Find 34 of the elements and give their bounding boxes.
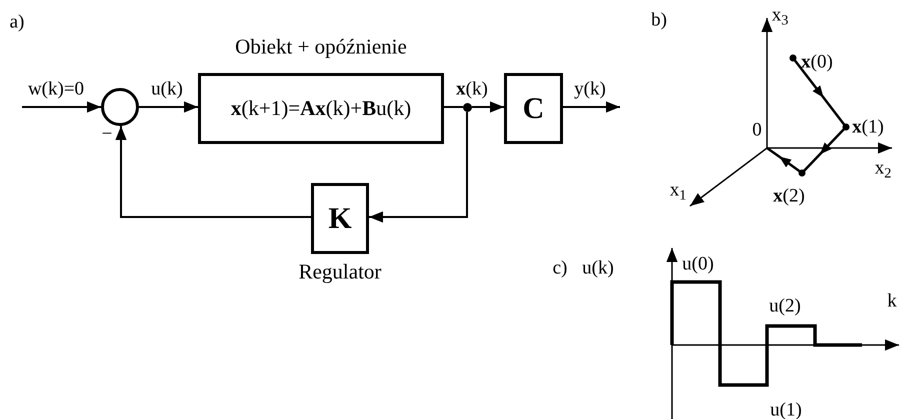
edge-label: w(k)=0	[28, 80, 84, 98]
signal-arrow	[22, 101, 101, 113]
signal-arrow	[115, 126, 311, 218]
diagram-label: b)	[651, 10, 667, 30]
block-box	[311, 183, 369, 254]
edge-label: u(k)	[151, 80, 183, 98]
signal-arrow	[369, 112, 468, 223]
block-caption: Regulator	[298, 262, 382, 282]
diagram-label: −	[102, 124, 112, 144]
signal-arrow	[563, 101, 620, 113]
diagram-label: x(0)	[801, 52, 833, 72]
diagram-label: u(k)	[582, 258, 614, 278]
diagram-label: k	[887, 292, 897, 310]
block-symbol: C	[522, 94, 544, 124]
diagram-label: u(2)	[769, 296, 801, 316]
diagram-label: a)	[10, 12, 24, 32]
state-equation: x(k+1)=Ax(k)+Bu(k)	[230, 98, 412, 119]
block-caption: Obiekt + opóźnienie	[235, 36, 407, 58]
diagram-label: x(1)	[852, 118, 884, 136]
diagram-label: 0	[752, 120, 762, 140]
diagram-label: x$_{2}$	[874, 158, 892, 178]
edge-label: x(k)	[456, 80, 488, 98]
diagram-label: c)	[552, 258, 568, 278]
diagram-label: x$_{1}$	[670, 180, 686, 200]
signal-arrow	[472, 101, 504, 113]
signal-arrow	[139, 101, 198, 113]
block-box	[504, 73, 563, 144]
summing-junction	[101, 88, 139, 126]
block-symbol: K	[328, 204, 352, 234]
diagram-label: x(2)	[773, 186, 805, 206]
diagram-label: x$_{3}$	[772, 6, 788, 24]
diagram-label: u(0)	[682, 254, 714, 274]
edge-label: y(k)	[574, 80, 606, 98]
block-box	[198, 73, 444, 144]
